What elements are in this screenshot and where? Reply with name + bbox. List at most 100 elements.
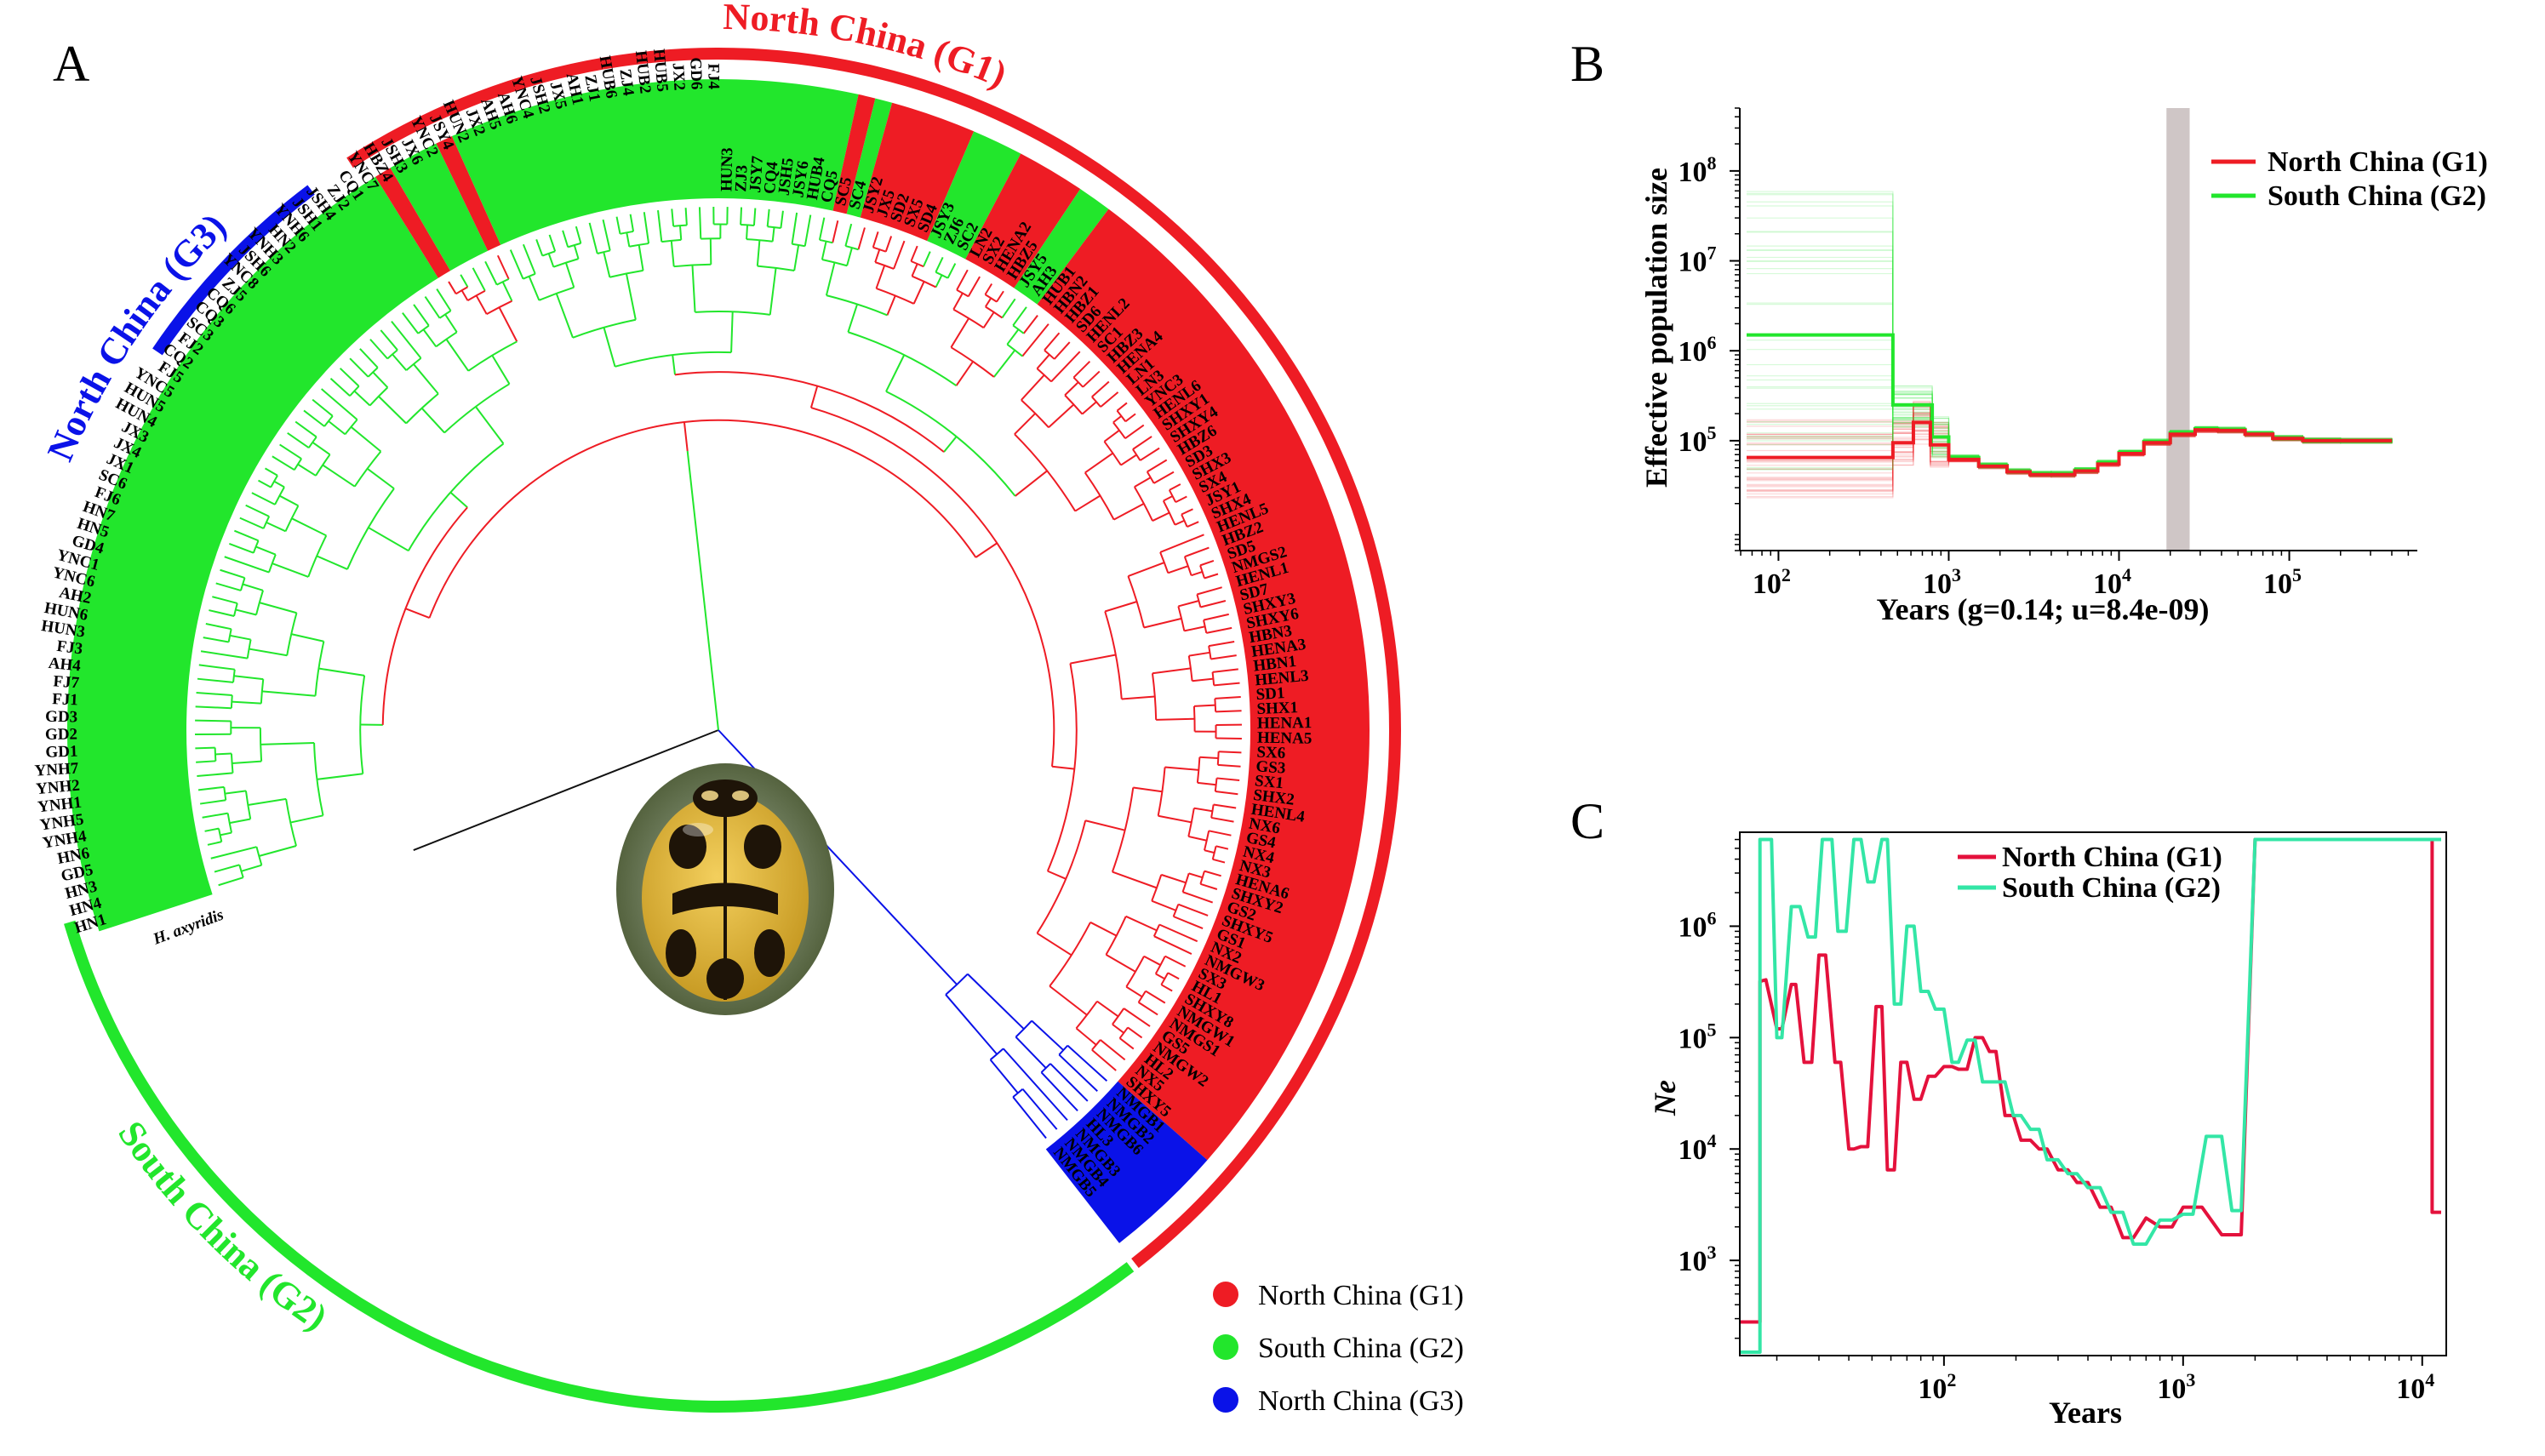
- branch: [1096, 1000, 1119, 1018]
- branch: [955, 361, 974, 386]
- branch: [989, 1048, 1004, 1061]
- branch: [1125, 915, 1158, 932]
- branch: [1021, 399, 1049, 428]
- leaf-label: GD2: [45, 726, 77, 744]
- leaf-label: ZJ3: [732, 164, 751, 192]
- branch: [1048, 403, 1075, 429]
- branch: [1181, 508, 1193, 516]
- branch: [214, 864, 240, 873]
- branch: [1012, 324, 1025, 334]
- branch: [1188, 835, 1207, 842]
- branch: [548, 234, 557, 252]
- leaf-label: SHX1: [1256, 699, 1298, 718]
- legend-label-g3: North China (G3): [1258, 1385, 1464, 1417]
- sector-g2: [1014, 189, 1109, 305]
- bootstrap-line: [1747, 260, 2393, 477]
- branch: [322, 464, 356, 488]
- branch: [1118, 1037, 1135, 1050]
- branch: [197, 785, 225, 791]
- y-tick-label: 107: [1679, 243, 1717, 278]
- branch: [848, 331, 958, 387]
- branch: [975, 542, 998, 558]
- branch: [1064, 394, 1084, 415]
- bootstrap-line: [1747, 420, 2393, 473]
- branch: [274, 486, 285, 505]
- branch: [1112, 871, 1158, 889]
- branch: [1134, 477, 1152, 488]
- branch: [1199, 565, 1205, 579]
- branch: [683, 421, 689, 452]
- branch: [984, 294, 998, 303]
- branch: [984, 297, 992, 308]
- branch: [1124, 413, 1136, 423]
- branch: [199, 799, 226, 805]
- branch: [1158, 814, 1192, 824]
- sector-g2: [390, 143, 489, 271]
- branch: [229, 818, 251, 825]
- branch: [368, 527, 409, 552]
- legend-panel-b: North China (G1) South China (G2): [2211, 146, 2488, 212]
- branch: [1151, 874, 1163, 902]
- branch: [260, 741, 315, 745]
- branch: [1216, 751, 1220, 765]
- branch: [875, 265, 886, 289]
- branch: [316, 555, 348, 570]
- branch: [985, 305, 1003, 319]
- branch: [1074, 494, 1101, 512]
- branch: [229, 634, 251, 641]
- branch: [1036, 932, 1072, 956]
- branch: [1001, 298, 1016, 318]
- branch: [445, 339, 470, 372]
- branch: [1164, 955, 1187, 968]
- branch: [209, 609, 235, 617]
- legend-swatch-g3: [1213, 1387, 1238, 1413]
- sector-g2: [451, 79, 859, 245]
- branch: [197, 677, 234, 683]
- branch: [378, 396, 407, 425]
- branch: [405, 608, 430, 619]
- branch: [1173, 916, 1204, 930]
- branch: [266, 521, 286, 533]
- branch: [893, 240, 906, 270]
- branch: [214, 752, 232, 756]
- branch: [912, 281, 925, 305]
- branch: [832, 220, 839, 243]
- branch: [909, 934, 958, 985]
- legend-label-north: North China (G1): [2268, 146, 2488, 178]
- branch: [793, 244, 800, 271]
- branch: [1197, 781, 1216, 786]
- branch: [1152, 924, 1161, 937]
- branch: [1214, 778, 1218, 792]
- branch: [205, 623, 232, 631]
- branch: [886, 295, 896, 316]
- branch: [242, 583, 264, 591]
- branch: [945, 994, 998, 1055]
- branch: [691, 265, 696, 312]
- branch: [625, 273, 637, 320]
- branch: [259, 845, 297, 857]
- branch: [684, 208, 688, 226]
- bootstrap-line: [1747, 400, 2393, 495]
- branch: [369, 339, 388, 360]
- branch: [195, 719, 232, 722]
- branch: [1210, 816, 1234, 823]
- branch: [467, 340, 518, 372]
- branch: [261, 690, 316, 697]
- branch: [291, 633, 324, 642]
- branch: [844, 223, 853, 247]
- series-lines: [1740, 837, 2441, 1354]
- branch: [215, 582, 242, 591]
- sector-g1: [375, 168, 451, 278]
- branch: [321, 388, 358, 420]
- branch: [1133, 786, 1163, 793]
- branch: [272, 562, 309, 578]
- branch: [1089, 921, 1118, 937]
- branch: [982, 311, 995, 328]
- leaf-label: GS3: [1255, 757, 1286, 777]
- legend-item-g2: South China (G2): [1213, 1333, 1464, 1364]
- sector-g2: [66, 176, 438, 932]
- branch: [1206, 626, 1232, 634]
- branch: [1125, 985, 1143, 998]
